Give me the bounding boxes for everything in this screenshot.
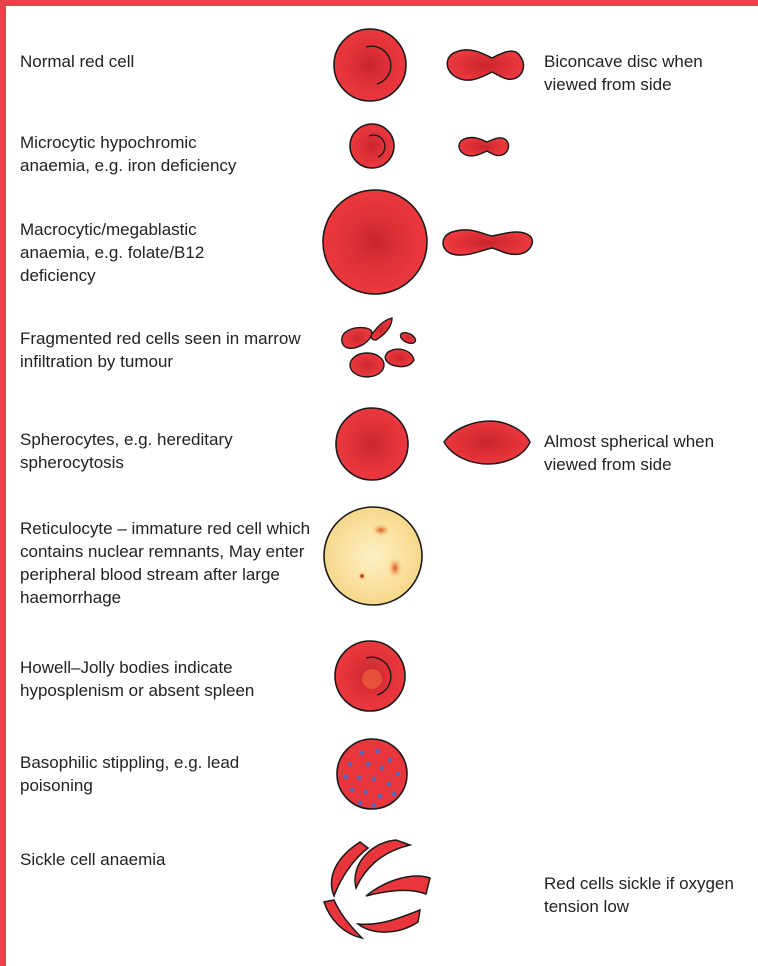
microcytic-cell-icon — [350, 124, 394, 168]
reticulocyte-cell-icon — [324, 507, 422, 605]
basophilic-stippling-cell-icon — [337, 739, 407, 809]
spherocyte-cell-icon — [336, 408, 408, 480]
microcytic-cell-side-icon — [459, 137, 509, 155]
howell-jolly-cell-icon — [335, 641, 405, 711]
fragmented-cells-icon — [342, 318, 417, 377]
spherocyte-side-icon — [444, 421, 530, 464]
normal-cell-side-icon — [447, 50, 523, 80]
macrocytic-cell-icon — [323, 190, 427, 294]
normal-cell-icon — [334, 29, 406, 101]
sickle-cells-icon — [324, 840, 430, 938]
macrocytic-cell-side-icon — [443, 230, 532, 255]
